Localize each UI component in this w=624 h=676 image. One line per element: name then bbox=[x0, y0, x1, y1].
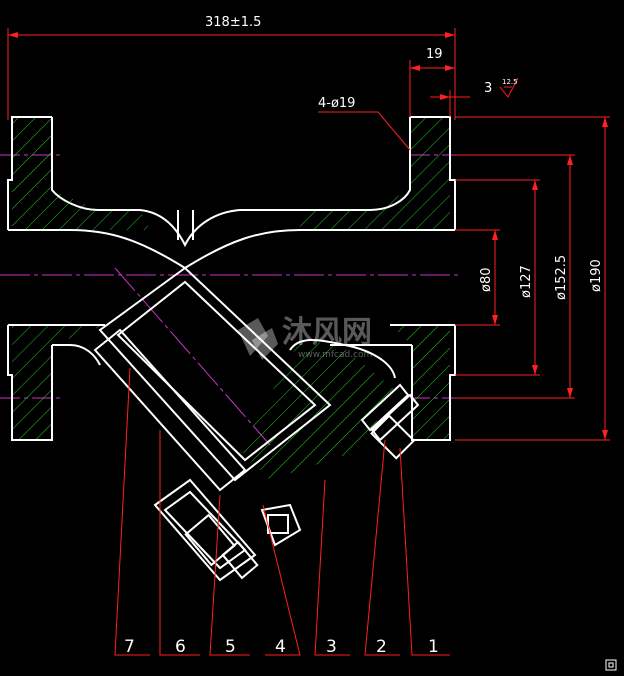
flange-od-label: ø190 bbox=[589, 259, 604, 292]
ucs-corner-icon bbox=[605, 659, 617, 671]
raised-face-label: 3 bbox=[484, 81, 492, 96]
roughness-label: 12.5 bbox=[502, 78, 518, 86]
raised-face-diameter-label: ø127 bbox=[519, 265, 534, 298]
flange-thickness-label: 19 bbox=[426, 47, 443, 62]
watermark-brand: 沐风网 bbox=[282, 315, 372, 350]
valve-body-hatch bbox=[12, 117, 450, 480]
overall-length-label: 318±1.5 bbox=[205, 15, 261, 30]
valve-body-outline bbox=[7, 116, 456, 582]
part-number-7: 7 bbox=[124, 637, 135, 657]
part-number-5: 5 bbox=[225, 637, 236, 657]
part-number-3: 3 bbox=[326, 637, 337, 657]
part-number-6: 6 bbox=[175, 637, 186, 657]
bolt-circle-label: ø152.5 bbox=[554, 255, 569, 300]
watermark-url: www.mfcad.com bbox=[298, 350, 372, 360]
bolt-holes-label: 4-ø19 bbox=[318, 96, 355, 111]
bore-label: ø80 bbox=[479, 268, 494, 293]
dimension-lines bbox=[7, 28, 610, 656]
part-number-4: 4 bbox=[275, 637, 286, 657]
part-number-2: 2 bbox=[376, 637, 387, 657]
dimension-arrows bbox=[8, 32, 608, 440]
watermark-logo-icon bbox=[238, 318, 278, 360]
part-number-1: 1 bbox=[428, 637, 439, 657]
watermark: 沐风网 www.mfcad.com bbox=[238, 315, 372, 360]
